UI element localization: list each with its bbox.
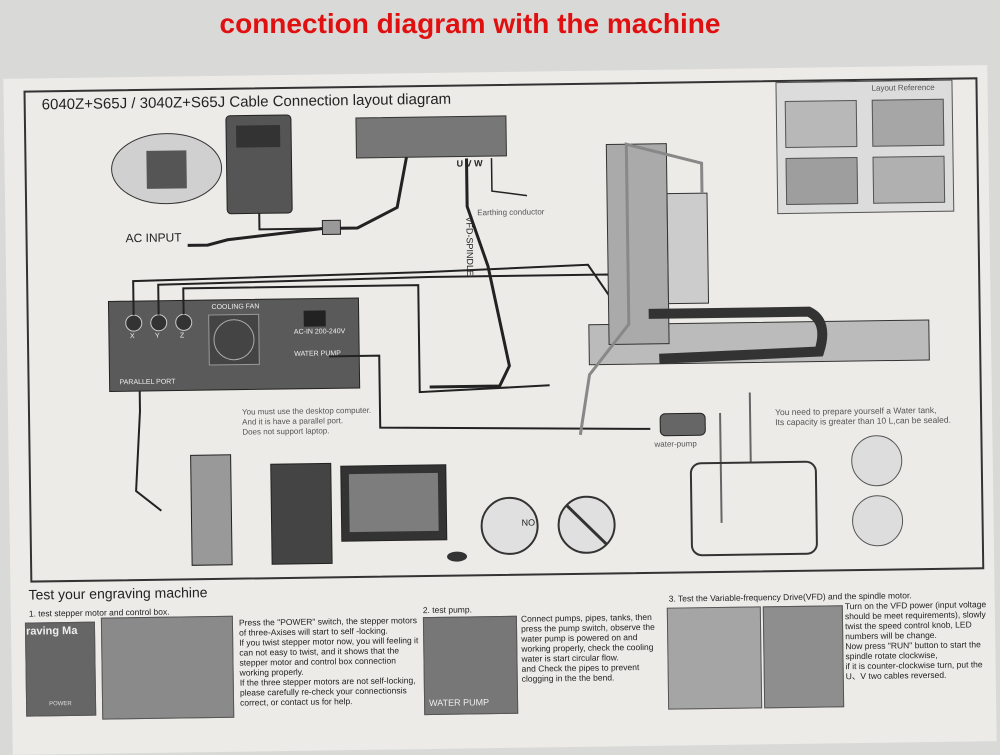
no-laptop-icon: [480, 496, 539, 555]
earthing-wire: [490, 158, 528, 197]
water-tank: [689, 460, 818, 557]
vfd-panel-photo: [666, 606, 763, 710]
accessory-photo-2: [852, 495, 904, 547]
computer-note: You must use the desktop computer. And i…: [242, 406, 372, 438]
mouse: [447, 551, 468, 562]
step2-label: 2. test pump.: [422, 604, 472, 616]
pump-switch-photo: WATER PUMP: [422, 615, 519, 716]
manual-sheet: 6040Z+S65J / 3040Z+S65J Cable Connection…: [3, 65, 997, 755]
ac-in-label: AC-IN 200-240V: [293, 328, 346, 336]
port-z: [175, 313, 193, 331]
axis-z-label: Z: [179, 332, 185, 340]
water-pump-label: water-pump: [654, 439, 697, 449]
cooling-fan-label: COOLING FAN: [211, 303, 260, 312]
water-pump-unit: [659, 412, 706, 437]
power-switch-photo: raving Ma POWER: [24, 621, 97, 717]
spindle-terminal-box: [355, 115, 507, 159]
spindle-motor: [666, 192, 710, 305]
fan-grille: [213, 319, 255, 361]
step1-banner: raving Ma: [25, 624, 78, 638]
filter-block: [321, 219, 342, 235]
step2-text: Connect pumps, pipes, tanks, then press …: [520, 611, 655, 684]
test-heading: Test your engraving machine: [28, 584, 208, 603]
water-pump-switch-label: WATER PUMP: [429, 697, 490, 709]
accessory-photo-1: [851, 435, 903, 487]
stepper-motor-photo: [100, 615, 235, 720]
water-pipe-out: [578, 142, 704, 436]
axis-cable-z: [182, 284, 550, 394]
no-label: NO: [521, 517, 536, 528]
earthing-label: Earthing conductor: [477, 207, 545, 218]
diagram-frame: 6040Z+S65J / 3040Z+S65J Cable Connection…: [23, 77, 985, 583]
page-title: connection diagram with the machine: [219, 8, 721, 39]
spindle-photo: [762, 605, 845, 709]
vfd-spindle-label: VFD-SPINDLE: [464, 216, 476, 276]
water-tank-note: You need to prepare yourself a Water tan…: [775, 405, 951, 427]
power-label: POWER: [49, 701, 72, 708]
water-pump-port-label: WATER PUMP: [294, 350, 341, 358]
step1-text: Press the "POWER" switch, the stepper mo…: [238, 615, 419, 708]
drive-photo: [146, 150, 187, 189]
prohibit-line: [565, 504, 608, 546]
port-x: [125, 314, 143, 332]
test-section: Test your engraving machine 1. test step…: [10, 567, 996, 755]
parallel-port-label: PARALLEL PORT: [119, 378, 176, 387]
vfd-display: [236, 125, 281, 148]
vfd-spindle-cable: [429, 158, 511, 389]
water-pipe-return: [748, 392, 752, 463]
desktop-tower: [270, 462, 333, 565]
ac-input-label: AC INPUT: [125, 230, 182, 246]
step3-text: Turn on the VFD power (input voltage sho…: [844, 599, 987, 682]
vfd-cable: [258, 213, 323, 231]
parallel-cable: [135, 391, 162, 512]
cable-chain: [648, 306, 828, 364]
ac-socket: [303, 310, 326, 327]
monitor-screen: [348, 472, 439, 533]
computer-note-line-3: Does not support laptop.: [242, 426, 330, 437]
axis-x-label: X: [129, 333, 135, 341]
port-y: [150, 314, 168, 332]
cooling-fan: [208, 313, 260, 366]
axis-cable-x: [132, 263, 630, 325]
uvw-label: U V W: [456, 158, 483, 169]
water-pump-cable: [329, 354, 651, 430]
axis-y-label: Y: [154, 332, 160, 340]
parallel-port-board: [190, 454, 233, 566]
wiring-diagram: [107, 114, 930, 566]
water-pipe-down: [719, 412, 723, 523]
